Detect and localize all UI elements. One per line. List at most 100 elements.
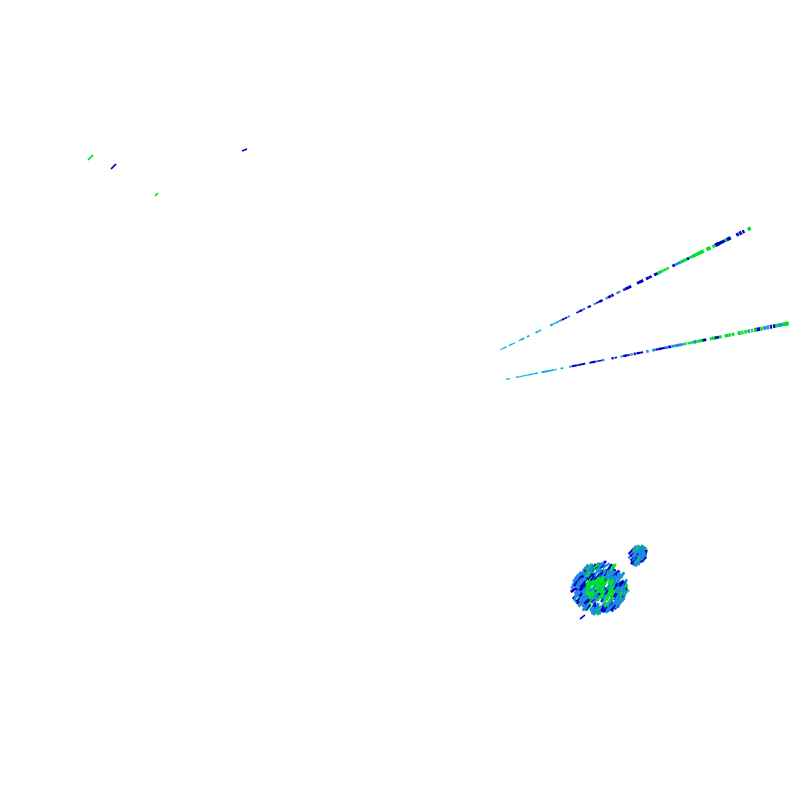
streak-bin bbox=[511, 342, 516, 345]
streak-bin bbox=[607, 294, 612, 299]
echo-bin bbox=[581, 590, 586, 598]
streak-bin bbox=[671, 344, 675, 348]
streak-bin bbox=[538, 329, 542, 332]
echo-bin bbox=[578, 582, 587, 592]
echo-bin bbox=[589, 606, 596, 613]
radial-streak-lower bbox=[505, 321, 790, 381]
echo-bin bbox=[593, 562, 600, 569]
isolated-echo-nw-2 bbox=[110, 163, 117, 170]
streak-bin bbox=[766, 325, 770, 330]
echo-bin bbox=[614, 569, 621, 577]
echo-bin bbox=[593, 592, 599, 600]
isolated-echoes bbox=[87, 148, 248, 197]
isolated-echo-nw-3 bbox=[154, 192, 159, 197]
streak-bin bbox=[714, 335, 720, 340]
echo-bin bbox=[579, 595, 587, 602]
echo-bin bbox=[600, 581, 607, 588]
echo-bin bbox=[575, 570, 583, 581]
streak-bin bbox=[655, 348, 659, 351]
streak-bin bbox=[648, 275, 653, 279]
streak-bin bbox=[689, 340, 694, 345]
streak-bin bbox=[674, 344, 678, 348]
streak-bin bbox=[535, 372, 538, 375]
streak-bin bbox=[624, 286, 630, 291]
streak-bin bbox=[686, 256, 690, 261]
echo-bin bbox=[579, 614, 586, 620]
streak-bin bbox=[518, 339, 521, 342]
echo-bin bbox=[584, 586, 591, 594]
echo-bin bbox=[593, 573, 601, 581]
streak-bin bbox=[652, 348, 656, 352]
streak-bin bbox=[550, 368, 555, 372]
streak-bin bbox=[597, 359, 603, 362]
streak-bin bbox=[664, 345, 669, 350]
streak-bin bbox=[567, 315, 571, 318]
streak-bin bbox=[521, 374, 526, 377]
streak-bin bbox=[705, 245, 712, 252]
streak-bin bbox=[658, 347, 662, 351]
streak-bin bbox=[622, 288, 626, 292]
streak-bin bbox=[620, 355, 624, 358]
streak-bin bbox=[578, 309, 583, 313]
streak-bin bbox=[667, 345, 672, 349]
echo-bin bbox=[599, 590, 606, 598]
streak-bin bbox=[601, 358, 605, 362]
echo-bin bbox=[578, 598, 585, 605]
streak-bin bbox=[737, 330, 742, 336]
streak-bin bbox=[693, 339, 697, 344]
echo-bin bbox=[588, 573, 594, 579]
echo-bin bbox=[641, 552, 647, 561]
streak-bin bbox=[591, 360, 596, 364]
echo-bin bbox=[574, 589, 582, 598]
echo-bin bbox=[576, 588, 584, 598]
echo-bin bbox=[608, 570, 616, 580]
streak-bin bbox=[549, 323, 554, 327]
echo-bin bbox=[601, 605, 608, 614]
echo-bin bbox=[600, 605, 605, 612]
echo-bin bbox=[609, 604, 617, 612]
streak-bin bbox=[699, 338, 704, 343]
streak-bin bbox=[560, 367, 564, 370]
echo-bin bbox=[605, 593, 611, 601]
echo-cluster-small bbox=[627, 544, 648, 568]
streak-bin bbox=[615, 290, 621, 295]
streak-bin bbox=[724, 333, 729, 338]
echo-bin bbox=[617, 580, 625, 588]
streak-bin bbox=[735, 232, 740, 237]
streak-bin bbox=[593, 302, 597, 306]
echo-bin bbox=[600, 575, 607, 583]
streak-bin bbox=[638, 351, 644, 354]
streak-bin bbox=[526, 334, 530, 338]
streak-bin bbox=[762, 325, 767, 331]
streak-bin bbox=[552, 322, 557, 325]
echo-bin bbox=[595, 577, 601, 585]
echo-bin bbox=[575, 597, 582, 603]
echo-bin bbox=[599, 570, 607, 580]
echo-clusters bbox=[569, 544, 648, 620]
echo-bin bbox=[623, 590, 628, 599]
echo-bin bbox=[632, 557, 639, 564]
streak-bin bbox=[720, 239, 726, 244]
echo-bin bbox=[640, 556, 648, 563]
echo-bin bbox=[596, 606, 602, 612]
echo-bin bbox=[588, 580, 594, 588]
streak-bin bbox=[774, 323, 780, 328]
streak-bin bbox=[515, 376, 520, 379]
streak-bin bbox=[662, 268, 667, 272]
echo-bin bbox=[573, 580, 579, 588]
streak-bin bbox=[688, 255, 694, 260]
streak-bin bbox=[677, 260, 682, 265]
streak-bin bbox=[541, 370, 545, 374]
echo-bin bbox=[614, 577, 621, 584]
radial-streak-upper bbox=[500, 226, 752, 351]
streak-bin bbox=[660, 269, 664, 274]
streak-bin bbox=[636, 351, 640, 355]
echo-bin bbox=[637, 546, 644, 555]
echo-bin bbox=[606, 573, 613, 580]
streak-bin bbox=[561, 317, 565, 321]
echo-bin bbox=[603, 562, 611, 568]
echo-bin bbox=[604, 570, 612, 580]
streak-bin bbox=[680, 259, 685, 264]
echo-bin bbox=[584, 563, 590, 571]
streak-bin bbox=[784, 321, 790, 327]
